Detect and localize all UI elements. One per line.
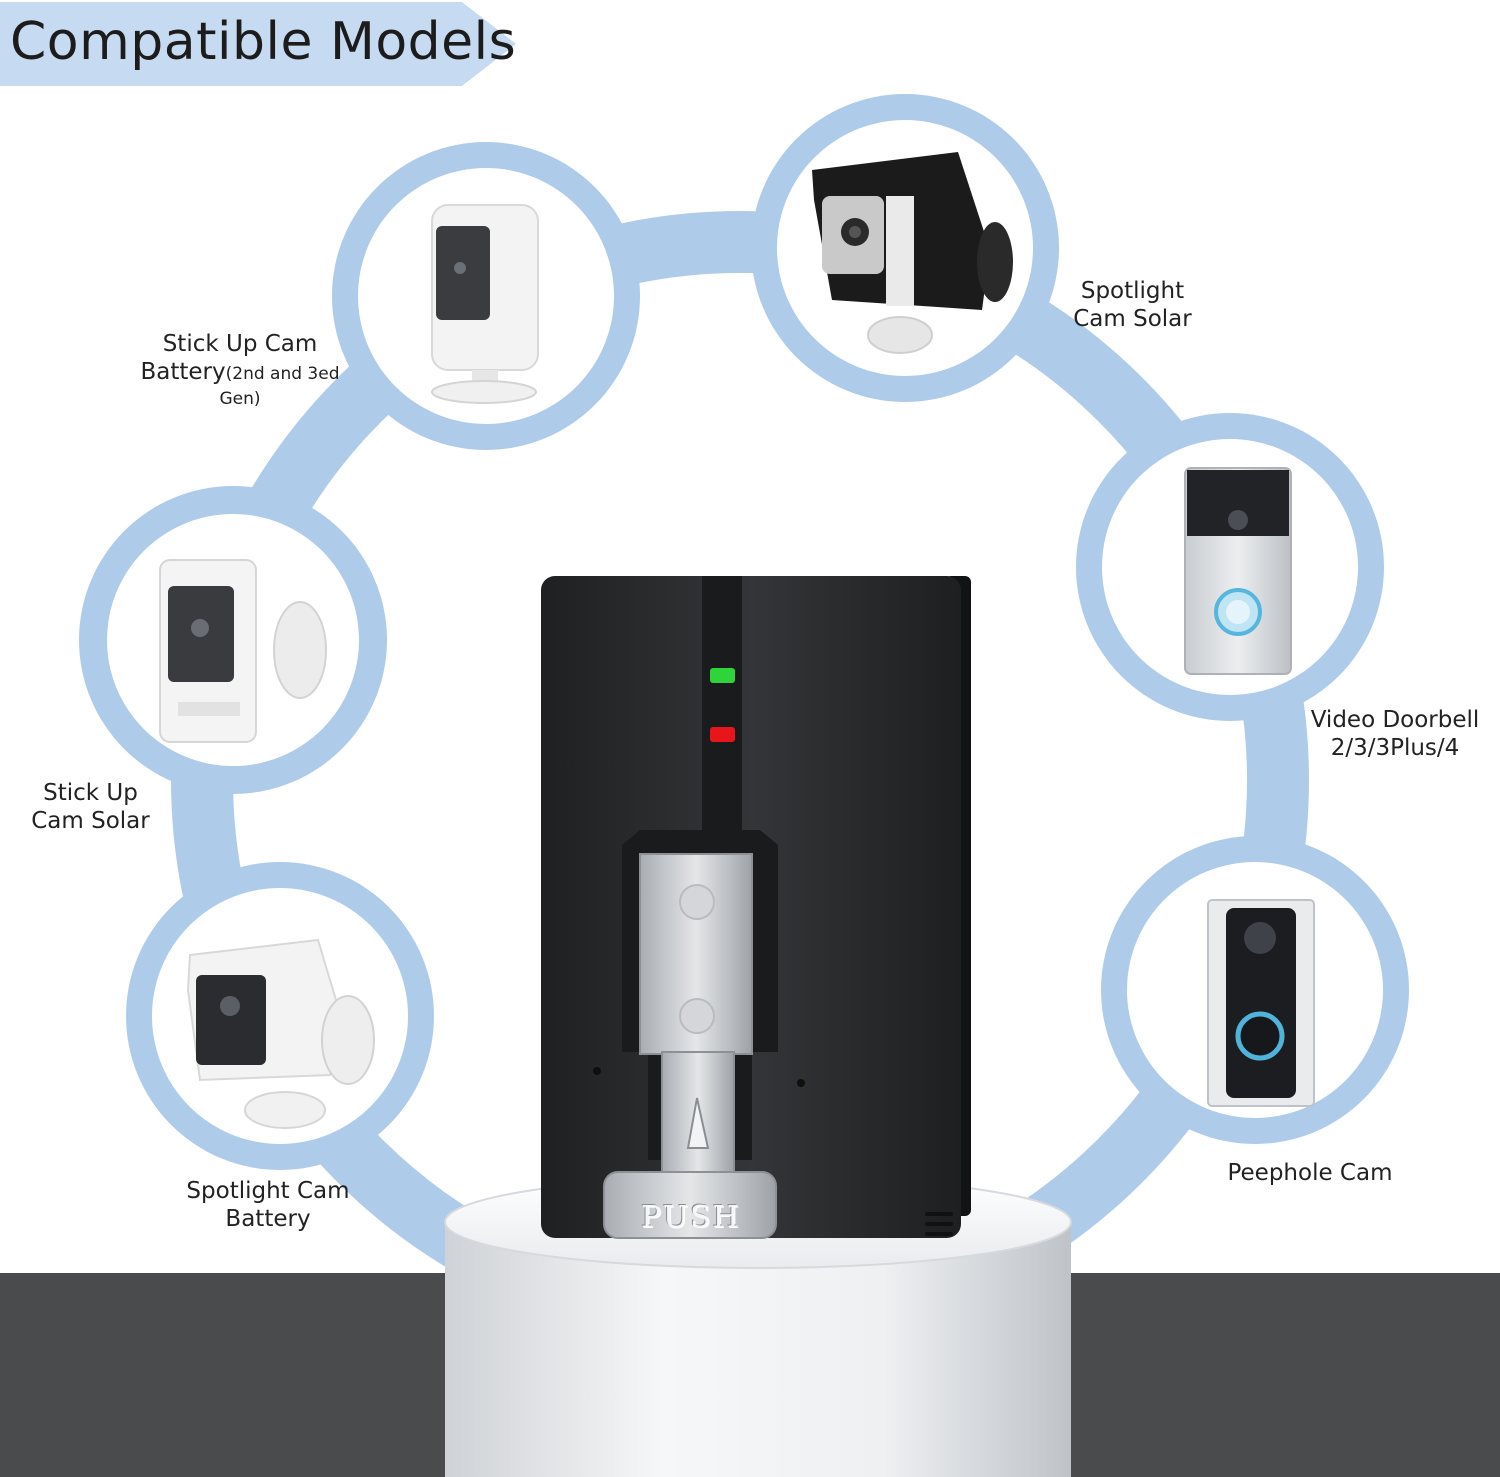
stick-up-cam-battery-image	[431, 204, 539, 404]
led-green-icon	[710, 668, 735, 683]
push-latch	[603, 830, 778, 1239]
label-stick-up-cam-battery: Stick Up Cam Battery(2nd and 3ed Gen)	[130, 330, 350, 410]
label-line1: Spotlight	[1080, 278, 1185, 304]
label-line2-main: Battery	[140, 359, 226, 385]
label-line1: Video Doorbell	[1310, 707, 1480, 733]
title-banner-shape	[0, 2, 516, 86]
label-line2: Battery	[225, 1206, 311, 1232]
label-line1: Stick Up Cam	[162, 331, 318, 357]
label-line2: Cam Solar	[1073, 306, 1192, 332]
vent-grille-icon	[925, 1212, 953, 1236]
label-line2: Cam Solar	[31, 808, 150, 834]
label-line2-small: (2nd and 3ed	[225, 364, 340, 384]
label-line1: Peephole Cam	[1227, 1160, 1393, 1186]
spotlight-cam-solar-circle	[751, 94, 1059, 402]
label-stick-up-cam-solar: Stick Up Cam Solar	[18, 779, 163, 835]
label-spotlight-cam-battery: Spotlight Cam Battery	[168, 1177, 368, 1233]
label-spotlight-cam-solar: Spotlight Cam Solar	[1060, 277, 1205, 333]
spotlight-cam-solar-image	[812, 152, 1013, 354]
label-line1: Stick Up	[43, 780, 138, 806]
stick-up-cam-solar-circle	[79, 486, 387, 794]
stick-up-cam-battery-circle	[332, 142, 640, 450]
label-line3: Gen)	[219, 389, 261, 409]
push-label: PUSH	[641, 1200, 741, 1235]
stick-up-cam-solar-image	[159, 559, 327, 743]
label-line2: 2/3/3Plus/4	[1330, 735, 1460, 761]
peephole-cam-circle	[1101, 836, 1409, 1144]
page-title: Compatible Models	[10, 12, 517, 72]
spotlight-cam-battery-circle	[126, 862, 434, 1170]
spotlight-cam-battery-image	[186, 938, 375, 1129]
label-video-doorbell: Video Doorbell 2/3/3Plus/4	[1300, 706, 1490, 762]
label-line2: Battery(2nd and 3ed	[130, 358, 350, 388]
video-doorbell-image	[1184, 467, 1292, 675]
video-doorbell-circle	[1076, 413, 1384, 721]
label-peephole-cam: Peephole Cam	[1215, 1159, 1405, 1187]
battery-pack	[541, 576, 971, 1239]
label-line1: Spotlight Cam	[186, 1178, 350, 1204]
peephole-cam-image	[1207, 899, 1315, 1107]
led-red-icon	[710, 727, 735, 742]
